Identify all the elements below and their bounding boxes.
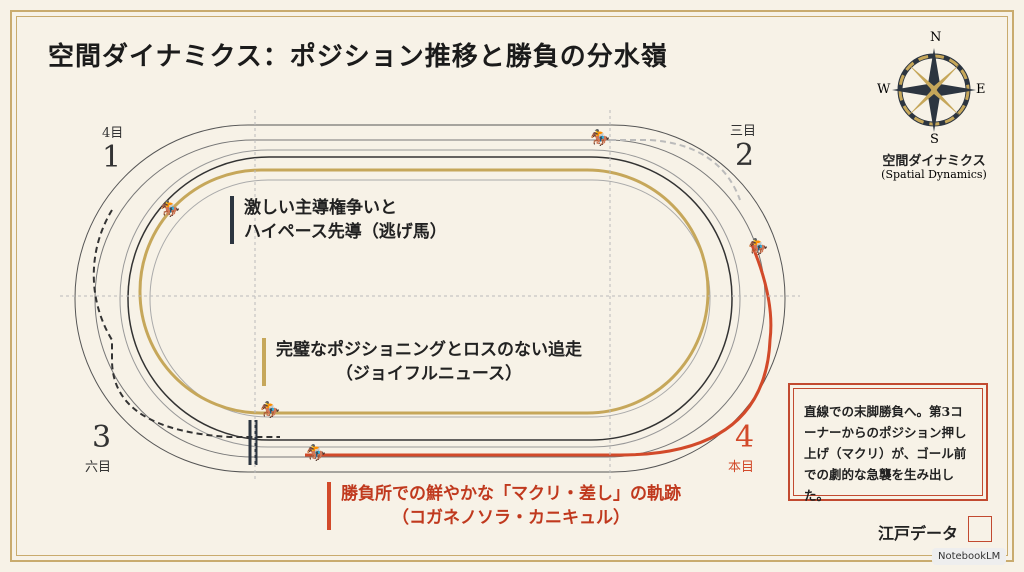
corner2-sub: 三目 [730, 124, 757, 139]
callout-red: 勝負所での鮮やかな「マクリ・差し」の軌跡 （コガネノソラ・カニキュル） [327, 482, 681, 530]
compass-icon [892, 48, 976, 132]
callout-front-runner: 激しい主導権争いと ハイペース先導（逃げ馬） [230, 196, 447, 244]
callout-line: （ジョイフルニュース） [335, 364, 523, 384]
page-title: 空間ダイナミクス：ポジション推移と勝負の分水嶺 [48, 42, 668, 72]
compass-s: S [930, 132, 939, 147]
corner1-number: 1 [102, 140, 122, 175]
outer-frame [10, 10, 1014, 562]
callout-line: 完璧なポジショニングとロスのない追走 [276, 340, 582, 360]
compass-e: E [976, 82, 986, 97]
compass-w: W [877, 82, 891, 97]
corner4-number: 4 [735, 420, 755, 455]
corner2-number: 2 [735, 138, 755, 173]
leader-path [590, 139, 741, 201]
compass-label: 空間ダイナミクス [882, 154, 986, 169]
signature: 江戸データ [878, 524, 959, 543]
callout-gold: 完璧なポジショニングとロスのない追走 （ジョイフルニュース） [262, 338, 582, 386]
seal-stamp [968, 516, 992, 542]
horse-gold-icon: 🏇 [260, 400, 280, 419]
track-outer-rail [74, 124, 786, 473]
corner3-number: 3 [92, 420, 112, 455]
gold-path [138, 168, 710, 415]
track-lane [119, 149, 741, 448]
corner4-sub: 本目 [728, 460, 755, 475]
corner3-sub: 六目 [85, 460, 112, 475]
summary-box: 直線での末脚勝負へ。第3コーナーからのポジション押し上げ（マクリ）が、ゴール前で… [788, 383, 988, 503]
corner1-sub: 4目 [102, 126, 124, 141]
callout-line: 勝負所での鮮やかな「マクリ・差し」の軌跡 [341, 484, 681, 504]
track-inner-rail [149, 179, 711, 418]
track-lane [127, 156, 733, 441]
horse-leader-icon: 🏇 [590, 128, 610, 147]
horse-front-icon: 🏇 [160, 199, 180, 218]
red-path [305, 244, 773, 457]
callout-line: 激しい主導権争いと [244, 198, 397, 218]
horse-red-icon: 🏇 [748, 237, 768, 256]
compass-sublabel: (Spatial Dynamics) [881, 168, 987, 181]
compass-n: N [930, 30, 942, 45]
inner-frame [16, 16, 1008, 556]
callout-line: ハイペース先導（逃げ馬） [244, 222, 447, 242]
notebooklm-badge: NotebookLM [932, 548, 1007, 565]
callout-line: （コガネノソラ・カニキュル） [392, 508, 630, 528]
front-runner-path [92, 209, 280, 438]
horse-red2-icon: 🏇 [306, 443, 326, 462]
